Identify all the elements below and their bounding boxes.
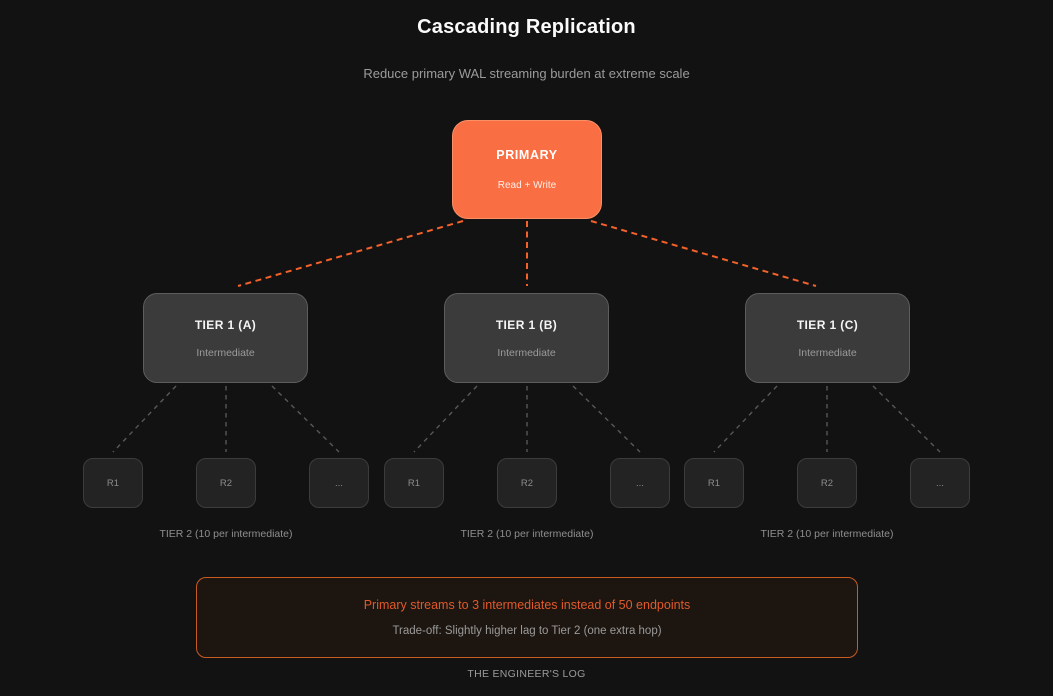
primary-node-label: PRIMARY: [496, 148, 558, 162]
page-title: Cascading Replication: [417, 16, 636, 38]
tier1-node-label: TIER 1 (A): [194, 317, 257, 332]
tier2-node: R1: [684, 458, 744, 508]
tier2-node-label: ...: [335, 477, 343, 489]
tier2-node-label: R1: [407, 477, 421, 489]
tier1-node-a: TIER 1 (A) Intermediate: [143, 293, 308, 383]
link-tier1a-to-r1: [112, 385, 177, 453]
tier2-node: R2: [497, 458, 557, 508]
tier2-group-label-c: TIER 2 (10 per intermediate): [760, 528, 894, 540]
link-tier1c-to-rest: [872, 385, 941, 453]
tier2-node: ...: [309, 458, 369, 508]
tier2-node: R2: [797, 458, 857, 508]
tier1-node-c: TIER 1 (C) Intermediate: [745, 293, 910, 383]
tier2-group-label-a: TIER 2 (10 per intermediate): [159, 528, 293, 540]
link-tier1a-to-rest: [271, 385, 340, 453]
tier2-node-label: R2: [219, 477, 233, 489]
tier1-node-sublabel: Intermediate: [798, 346, 857, 359]
tier2-node: R1: [83, 458, 143, 508]
link-tier1c-to-r1: [713, 385, 778, 453]
link-tier1b-to-r1: [413, 385, 478, 453]
tier1-node-label: TIER 1 (B): [495, 317, 558, 332]
link-tier1b-to-rest: [572, 385, 641, 453]
tier1-node-sublabel: Intermediate: [497, 346, 556, 359]
tier1-node-label: TIER 1 (C): [796, 317, 859, 332]
primary-node-sublabel: Read + Write: [497, 180, 557, 191]
tier2-node: ...: [610, 458, 670, 508]
note-line-benefit: Primary streams to 3 intermediates inste…: [363, 598, 691, 612]
tier2-node-label: ...: [936, 477, 944, 489]
tier2-node-label: R1: [707, 477, 721, 489]
link-primary-to-tier1-a: [237, 220, 464, 287]
page-subtitle: Reduce primary WAL streaming burden at e…: [363, 66, 690, 81]
tier2-group-label-b: TIER 2 (10 per intermediate): [460, 528, 594, 540]
footer-caption: THE ENGINEER'S LOG: [467, 668, 586, 680]
tier2-node-label: R2: [520, 477, 534, 489]
note-box: Primary streams to 3 intermediates inste…: [196, 577, 858, 658]
tier1-node-b: TIER 1 (B) Intermediate: [444, 293, 609, 383]
note-line-tradeoff: Trade-off: Slightly higher lag to Tier 2…: [392, 625, 662, 637]
tier2-node: ...: [910, 458, 970, 508]
tier2-node-label: R2: [820, 477, 834, 489]
tier1-node-sublabel: Intermediate: [196, 346, 255, 359]
tier2-node-label: R1: [106, 477, 120, 489]
tier2-node: R1: [384, 458, 444, 508]
primary-node: PRIMARY Read + Write: [452, 120, 602, 219]
tier2-node-label: ...: [636, 477, 644, 489]
tier2-node: R2: [196, 458, 256, 508]
link-primary-to-tier1-c: [590, 220, 817, 287]
